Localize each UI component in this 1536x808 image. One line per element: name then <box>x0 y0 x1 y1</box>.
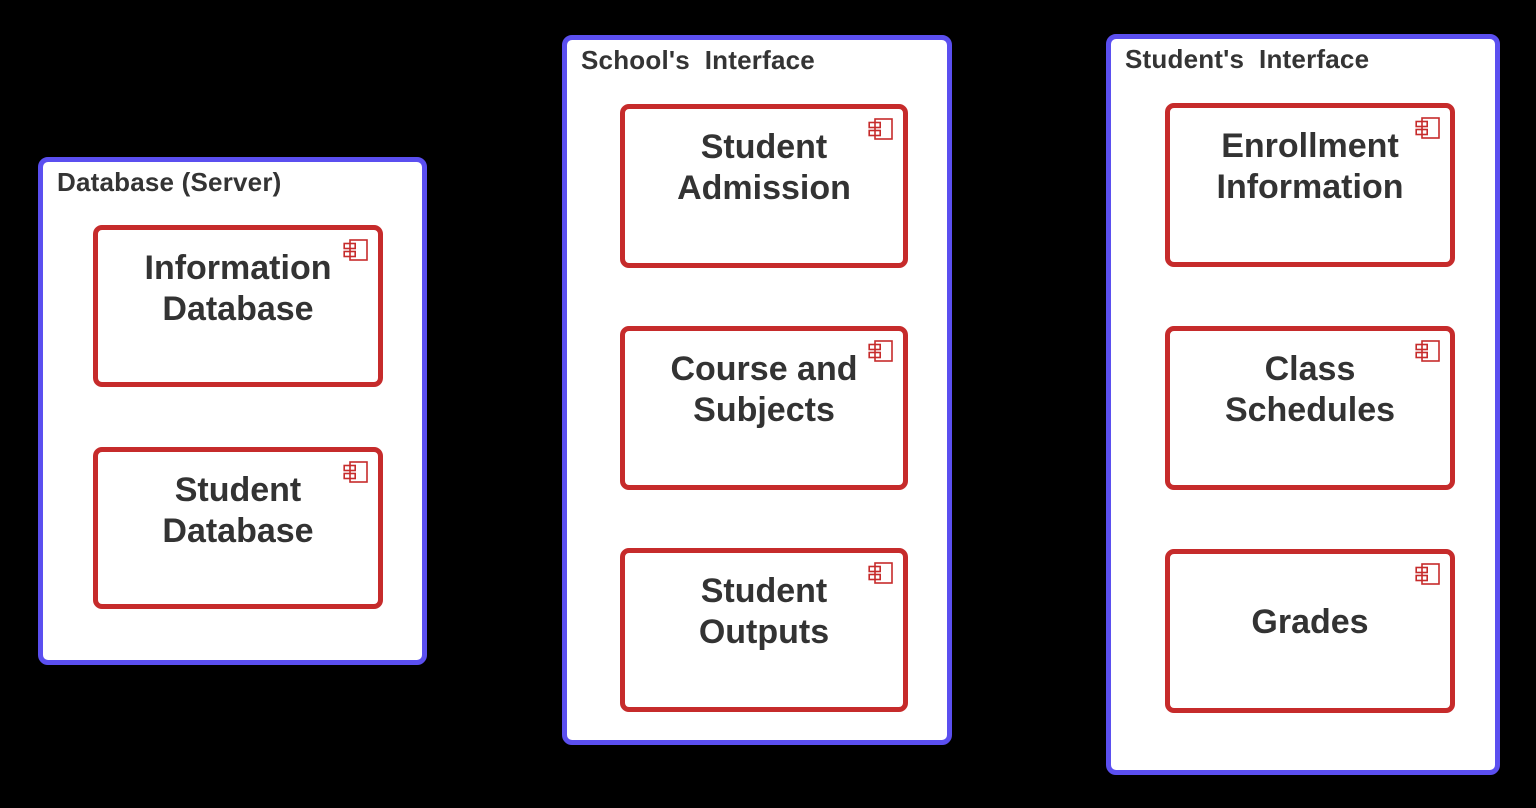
component-grades[interactable]: Grades <box>1165 549 1455 713</box>
component-label-course-and-subjects: Course and Subjects <box>670 350 858 430</box>
component-enrollment-information[interactable]: Enrollment Information <box>1165 103 1455 267</box>
component-information-database[interactable]: Information Database <box>93 225 383 387</box>
panel-title-students-interface: Student's Interface <box>1125 44 1370 74</box>
component-student-outputs[interactable]: Student Outputs <box>620 548 908 712</box>
panel-title-schools-interface: School's Interface <box>581 45 815 75</box>
component-label-student-database: Student Database <box>162 471 314 551</box>
component-course-and-subjects[interactable]: Course and Subjects <box>620 326 908 490</box>
panel-title-database-server: Database (Server) <box>57 167 282 197</box>
component-label-student-admission: Student Admission <box>677 128 851 208</box>
component-label-grades: Grades <box>1251 603 1369 641</box>
component-label-information-database: Information Database <box>144 249 332 329</box>
component-label-enrollment-information: Enrollment Information <box>1216 127 1404 207</box>
component-class-schedules[interactable]: Class Schedules <box>1165 326 1455 490</box>
component-student-database[interactable]: Student Database <box>93 447 383 609</box>
component-label-student-outputs: Student Outputs <box>698 572 830 652</box>
component-student-admission[interactable]: Student Admission <box>620 104 908 268</box>
uml-component-icon <box>1415 563 1440 585</box>
component-label-class-schedules: Class Schedules <box>1224 350 1396 430</box>
